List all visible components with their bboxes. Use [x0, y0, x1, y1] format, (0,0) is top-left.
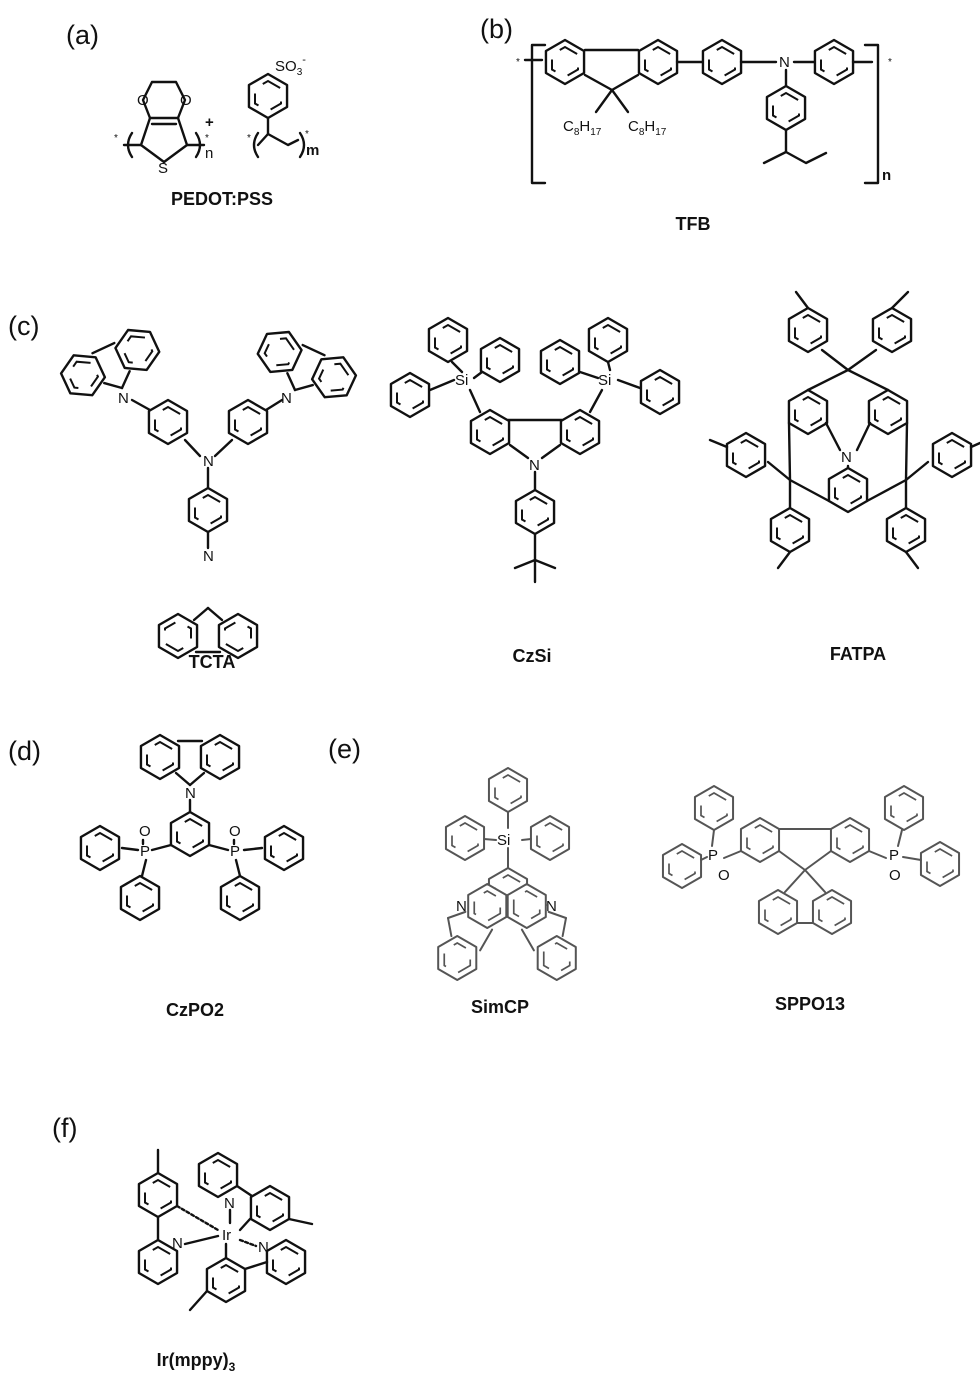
panel-b: (b) n * * C8H17 C8H17 N [480, 14, 892, 234]
star: * [888, 57, 892, 68]
compound-name-pedot-pss: PEDOT:PSS [171, 189, 273, 209]
atom-n: N [185, 785, 196, 802]
panel-e: (e) Si N N SimCP [328, 734, 961, 1017]
compound-name-sppo13: SPPO13 [775, 994, 845, 1014]
star: * [205, 133, 209, 144]
atom-n: N [456, 898, 467, 915]
atom-o: O [139, 823, 151, 840]
alkyl-chain-label: C8H17 [628, 118, 667, 138]
czpo2-structure: N P O P O [79, 735, 305, 922]
panel-d: (d) N P O P O CzPO2 [8, 735, 305, 1020]
atom-ir: Ir [222, 1227, 231, 1244]
atom-n: N [546, 898, 557, 915]
charge-plus: + [205, 114, 214, 131]
atom-si: Si [455, 372, 468, 389]
compound-name-tcta: TCTA [189, 652, 236, 672]
atom-o: O [229, 823, 241, 840]
compound-name-tfb: TFB [676, 214, 711, 234]
tfb-structure: n * * C8H17 C8H17 N [516, 38, 892, 185]
panel-label-e: (e) [328, 734, 361, 764]
czsi-structure: N Si Si [389, 316, 681, 584]
compound-name-irmppy3: Ir(mppy)3 [157, 1350, 236, 1374]
star: * [114, 133, 118, 144]
atom-n: N [203, 548, 214, 565]
panel-c: (c) N N N N TCTA [8, 290, 980, 672]
panel-f: (f) Ir N N N Ir [52, 1113, 314, 1374]
repeat-m: m [306, 142, 319, 159]
atom-n: N [224, 1195, 235, 1212]
atom-o: O [718, 867, 730, 884]
panel-label-f: (f) [52, 1113, 77, 1143]
repeat-n: n [882, 167, 891, 184]
atom-p: P [708, 847, 718, 864]
atom-o: O [180, 92, 192, 109]
atom-n: N [841, 449, 852, 466]
atom-s: S [158, 160, 168, 177]
atom-n: N [258, 1239, 269, 1256]
atom-n: N [203, 453, 214, 470]
atom-p: P [889, 847, 899, 864]
star: * [516, 57, 520, 68]
panel-a: (a) O O S * * + n SO3- * [66, 20, 319, 209]
compound-name-czpo2: CzPO2 [166, 1000, 224, 1020]
compound-name-czsi: CzSi [512, 646, 551, 666]
atom-si: Si [598, 372, 611, 389]
atom-p: P [140, 843, 150, 860]
sppo13-structure: P O P O [661, 785, 961, 935]
simcp-structure: Si N N [423, 767, 590, 985]
star: * [305, 129, 309, 140]
repeat-n: n [205, 145, 213, 162]
atom-n: N [779, 54, 790, 71]
pedot-structure: O O S * * + n [114, 80, 214, 177]
pss-structure: SO3- * * m [247, 54, 319, 159]
compound-name-fatpa: FATPA [830, 644, 886, 664]
atom-si: Si [497, 832, 510, 849]
atom-n: N [529, 457, 540, 474]
panel-label-c: (c) [8, 311, 39, 341]
panel-label-d: (d) [8, 736, 41, 766]
atom-p: P [230, 843, 240, 860]
atom-n: N [172, 1235, 183, 1252]
panel-label-b: (b) [480, 14, 513, 44]
irmppy3-structure: Ir N N N [137, 1148, 314, 1312]
tcta-structure: N N N N [56, 322, 360, 658]
fatpa-structure: N [708, 290, 980, 570]
panel-label-a: (a) [66, 20, 99, 50]
atom-n: N [118, 390, 129, 407]
star: * [247, 133, 251, 144]
sulfonate-label: SO3- [275, 54, 306, 78]
compound-name-simcp: SimCP [471, 997, 529, 1017]
alkyl-chain-label: C8H17 [563, 118, 602, 138]
atom-o: O [137, 92, 149, 109]
atom-n: N [281, 390, 292, 407]
atom-o: O [889, 867, 901, 884]
